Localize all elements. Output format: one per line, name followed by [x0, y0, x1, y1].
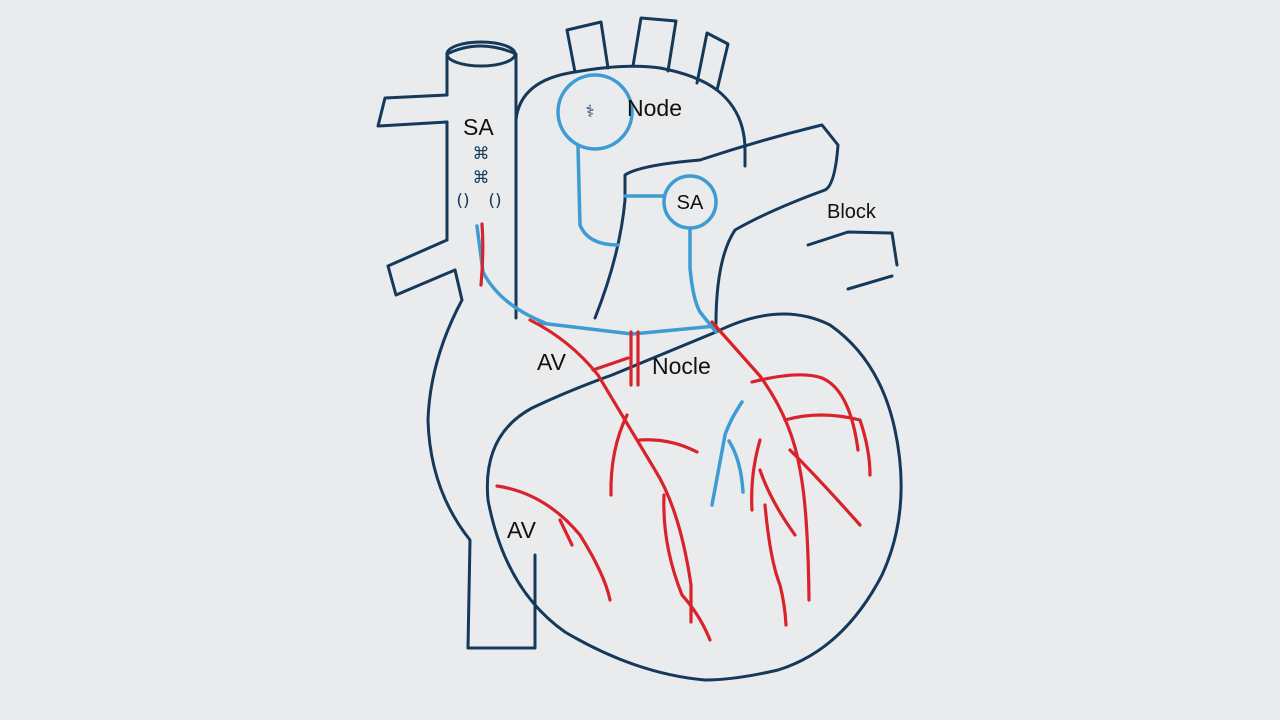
vessel-main-left — [479, 222, 485, 287]
sa-cell-glyph-4: () — [488, 191, 501, 211]
vessel-trunk-right — [710, 320, 811, 602]
sa-cell-glyph-1: ⌘ — [473, 144, 490, 164]
label-sa-left: SA — [463, 114, 494, 140]
vessel-branch-c — [662, 493, 712, 642]
conduction-path-vena — [475, 224, 547, 325]
vessel-arm-lower-left — [386, 238, 457, 297]
aortic-branch-left — [565, 20, 610, 74]
sa-node-glyph: ⚕ — [585, 102, 594, 122]
conduction-path-right — [688, 226, 718, 334]
label-node-top: Node — [627, 95, 682, 121]
right-atrium — [426, 268, 537, 650]
label-block: Block — [827, 201, 877, 223]
vena-cava-opening — [445, 40, 517, 68]
pulmonary-trunk — [623, 123, 840, 334]
label-av-upper: AV — [537, 349, 567, 375]
sa-cell-glyph-3: () — [456, 191, 469, 211]
label-node-mid: Nocle — [652, 353, 711, 379]
aortic-branch-middle — [631, 16, 678, 73]
vessel-arm-upper-left — [376, 93, 449, 128]
vessel-branch-h — [758, 468, 797, 537]
pulmonary-branch-lower — [846, 274, 894, 291]
vessel-branch-k — [558, 518, 574, 547]
aortic-branch-right — [695, 31, 730, 92]
sa-node-top-circle — [556, 73, 634, 151]
aortic-arch — [514, 64, 747, 320]
vessel-trunk-left — [528, 318, 693, 624]
conduction-right-bundle — [710, 400, 744, 507]
vessel-branch-b — [638, 438, 699, 454]
vessel-branch-a — [609, 413, 629, 497]
vessel-branch-g — [750, 438, 762, 512]
label-av-lower: AV — [507, 517, 537, 543]
conduction-right-bundle-branch — [727, 439, 745, 494]
heart-body — [485, 312, 903, 682]
sa-cell-glyph-2: ⌘ — [473, 168, 490, 188]
vessel-av-branch — [591, 356, 630, 372]
vessel-branch-f — [788, 448, 862, 527]
vessel-branch-j — [495, 484, 612, 602]
vessel-branch-i — [763, 503, 788, 627]
vessel-branch-e — [783, 413, 872, 477]
vessel-branch-d — [750, 373, 860, 452]
conduction-path-left — [576, 145, 620, 247]
pulmonary-trunk-left-wall — [593, 198, 627, 320]
label-sa-circle: SA — [677, 192, 704, 214]
pulmonary-branch-upper — [806, 230, 899, 267]
